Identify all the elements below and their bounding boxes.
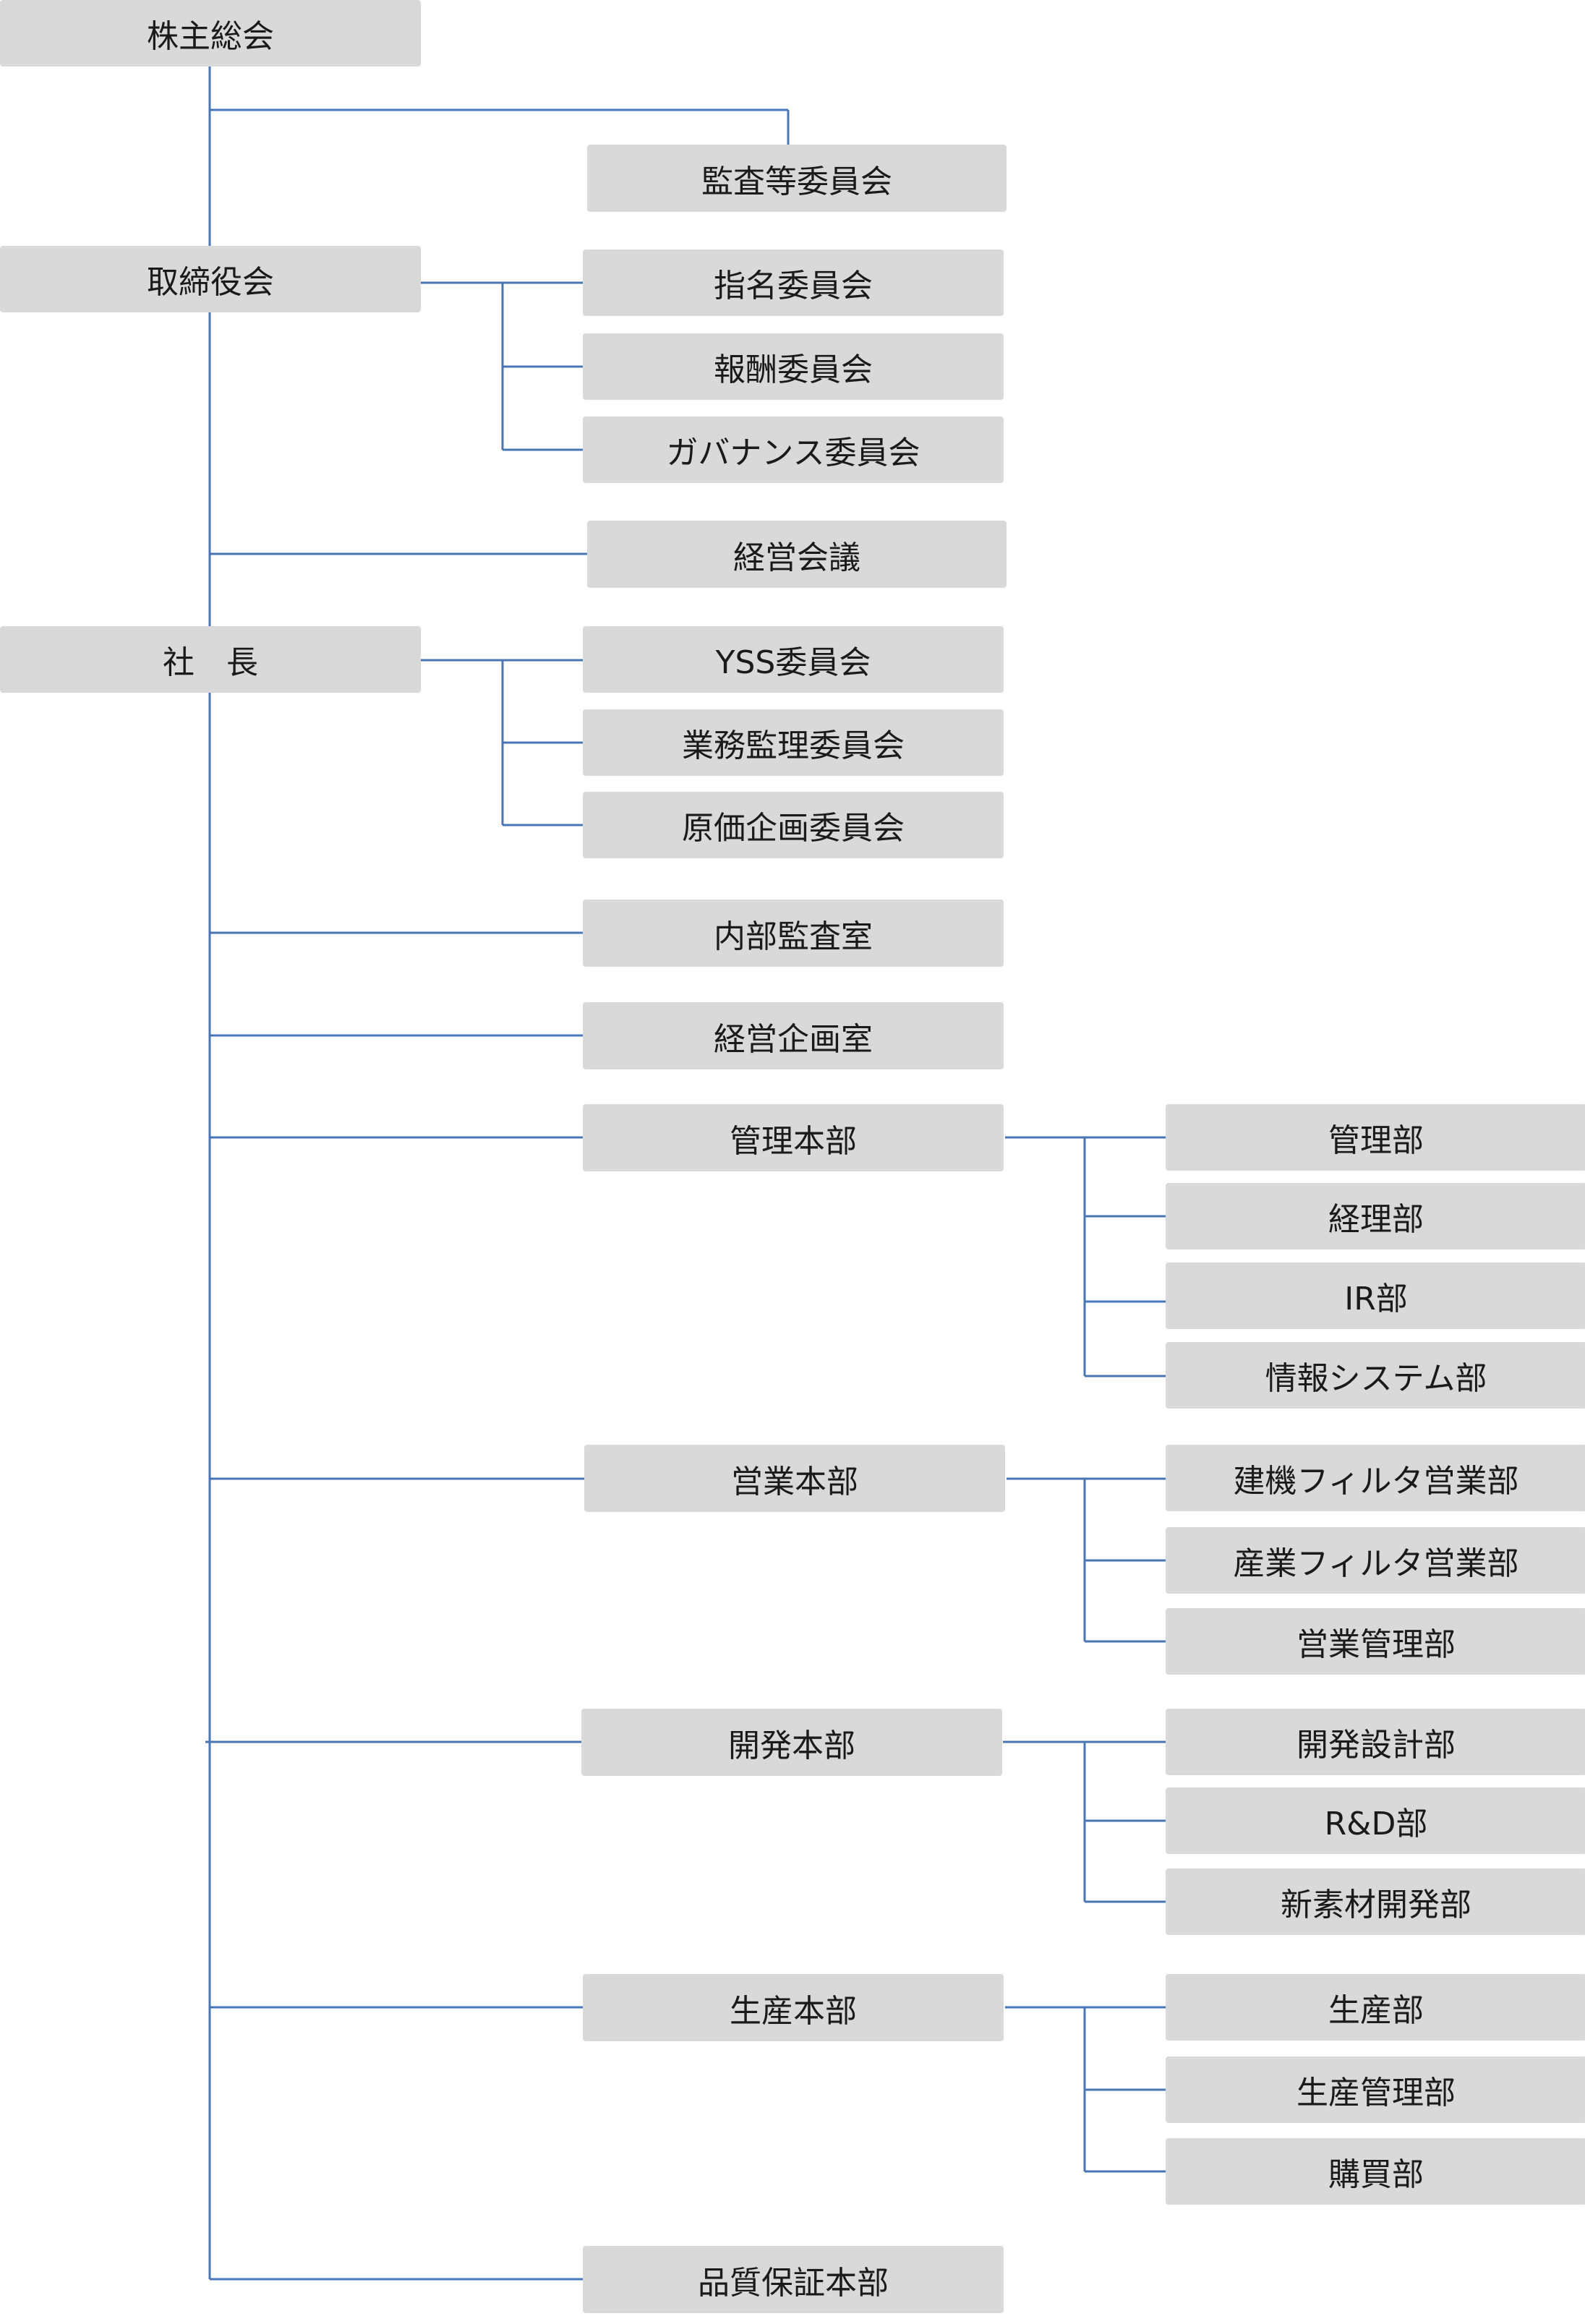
- node-internal-audit: 内部監査室: [583, 900, 1004, 967]
- node-admin-hq: 管理本部: [583, 1104, 1004, 1171]
- node-info-systems-dept: 情報システム部: [1166, 1342, 1585, 1409]
- node-accounting-dept: 経理部: [1166, 1183, 1585, 1249]
- node-rnd-dept: R&D部: [1166, 1787, 1585, 1854]
- node-production-dept: 生産部: [1166, 1974, 1585, 2041]
- node-sales-hq: 営業本部: [584, 1445, 1005, 1512]
- node-ind-filter-sales-dept: 産業フィルタ営業部: [1166, 1527, 1585, 1594]
- node-corporate-planning: 経営企画室: [583, 1002, 1004, 1069]
- node-nomination-committee: 指名委員会: [583, 249, 1004, 316]
- node-production-hq: 生産本部: [583, 1974, 1004, 2041]
- node-ir-dept: IR部: [1166, 1263, 1585, 1329]
- node-purchasing-dept: 購買部: [1166, 2138, 1585, 2205]
- node-dev-design-dept: 開発設計部: [1166, 1709, 1585, 1775]
- node-new-materials-dept: 新素材開発部: [1166, 1868, 1585, 1935]
- node-admin-dept: 管理部: [1166, 1104, 1585, 1171]
- node-board: 取締役会: [0, 246, 421, 312]
- node-shareholders: 株主総会: [0, 0, 421, 67]
- node-remuneration-committee: 報酬委員会: [583, 333, 1004, 400]
- node-governance-committee: ガバナンス委員会: [583, 416, 1004, 483]
- node-production-control-dept: 生産管理部: [1166, 2056, 1585, 2123]
- node-audit-committee: 監査等委員会: [587, 145, 1007, 212]
- node-sales-admin-dept: 営業管理部: [1166, 1608, 1585, 1675]
- node-management-meeting: 経営会議: [587, 521, 1007, 588]
- node-dev-hq: 開発本部: [581, 1709, 1002, 1776]
- node-cm-filter-sales-dept: 建機フィルタ営業部: [1166, 1445, 1585, 1511]
- node-cost-planning-committee: 原価企画委員会: [583, 792, 1004, 858]
- node-president: 社 長: [0, 626, 421, 693]
- node-qa-hq: 品質保証本部: [583, 2246, 1004, 2313]
- node-business-audit-committee: 業務監理委員会: [583, 709, 1004, 776]
- node-yss-committee: YSS委員会: [583, 626, 1004, 693]
